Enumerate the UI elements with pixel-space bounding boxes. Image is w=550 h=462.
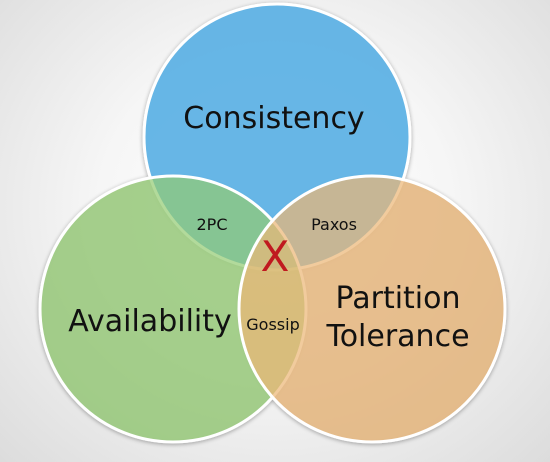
overlap-2pc-label: 2PC [197,215,228,234]
overlap-paxos-label: Paxos [311,215,357,234]
consistency-label: Consistency [183,101,364,136]
availability-label: Availability [68,304,232,339]
overlap-gossip-label: Gossip [246,315,299,334]
partition-label-line2: Tolerance [325,319,469,354]
center-x-mark: X [261,232,290,281]
partition-tolerance-circle [237,174,507,444]
partition-label-line1: Partition [335,281,460,316]
